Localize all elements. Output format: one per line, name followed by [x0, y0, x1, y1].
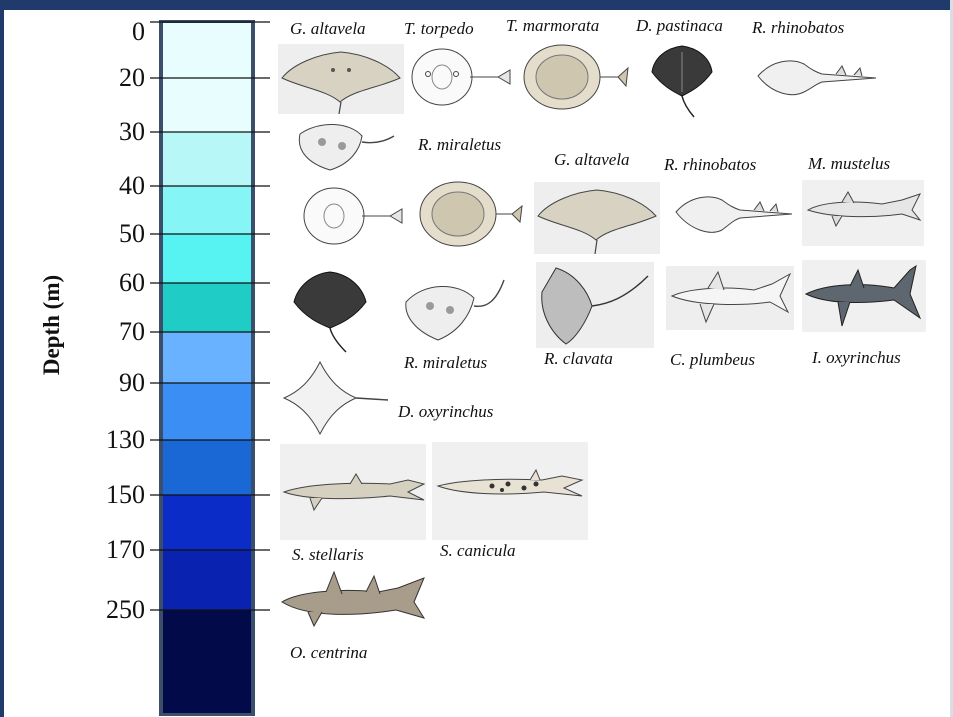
species-illustration	[410, 44, 514, 110]
depth-tick-label: 70	[55, 319, 145, 345]
depth-tick-label: 30	[55, 119, 145, 145]
species-label: O. centrina	[290, 643, 367, 663]
depth-tick-label: 60	[55, 270, 145, 296]
species-illustration	[648, 42, 716, 118]
species-label: R. rhinobatos	[752, 18, 844, 38]
species-illustration	[802, 260, 926, 332]
depth-tick-label: 40	[55, 173, 145, 199]
species-label: R. miraletus	[418, 135, 501, 155]
species-illustration	[280, 358, 390, 442]
depth-tick-label: 90	[55, 370, 145, 396]
species-illustration	[670, 184, 796, 242]
species-label: R. miraletus	[404, 353, 487, 373]
species-illustration	[418, 178, 524, 250]
species-label: T. torpedo	[404, 19, 474, 39]
species-illustration	[278, 568, 428, 636]
species-illustration	[302, 184, 406, 248]
depth-tick-label: 20	[55, 65, 145, 91]
frame-left-border	[0, 0, 4, 717]
species-label: D. oxyrinchus	[398, 402, 493, 422]
species-illustration	[522, 42, 630, 112]
depth-tick-label: 150	[55, 482, 145, 508]
species-illustration	[432, 442, 588, 540]
species-illustration	[536, 262, 654, 348]
species-label: S. stellaris	[292, 545, 364, 565]
depth-tick-lines	[140, 0, 280, 717]
depth-tick-label: 130	[55, 427, 145, 453]
species-label: S. canicula	[440, 541, 516, 561]
species-label: I. oxyrinchus	[812, 348, 901, 368]
species-illustration	[290, 268, 370, 354]
species-illustration	[666, 266, 794, 330]
species-label: G. altavela	[290, 19, 366, 39]
species-illustration	[752, 50, 882, 106]
species-label: C. plumbeus	[670, 350, 755, 370]
depth-tick-label: 250	[55, 597, 145, 623]
depth-tick-label: 50	[55, 221, 145, 247]
species-label: G. altavela	[554, 150, 630, 170]
species-label: R. clavata	[544, 349, 613, 369]
species-label: R. rhinobatos	[664, 155, 756, 175]
species-illustration	[802, 180, 924, 246]
species-illustration	[534, 182, 660, 254]
species-label: M. mustelus	[808, 154, 890, 174]
species-illustration	[290, 116, 398, 176]
depth-tick-label: 170	[55, 537, 145, 563]
depth-tick-label: 0	[55, 19, 145, 45]
species-illustration	[280, 444, 426, 540]
species-label: T. marmorata	[506, 16, 599, 36]
species-label: D. pastinaca	[636, 16, 723, 36]
species-illustration	[398, 272, 508, 348]
species-illustration	[278, 44, 404, 114]
